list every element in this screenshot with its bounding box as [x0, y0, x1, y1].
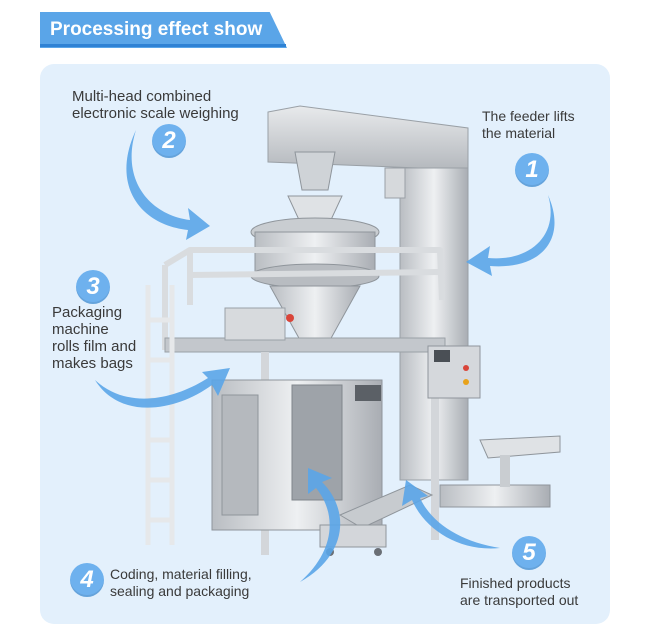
vffs-packaging-machine: [211, 379, 383, 531]
step-4-label: Coding, material filling, sealing and pa…: [110, 566, 252, 599]
platform: [162, 247, 445, 350]
platform-deck: [164, 337, 446, 353]
step-2-label: Multi-head combined electronic scale wei…: [72, 88, 239, 122]
ladder: [145, 285, 175, 545]
step-3-number: 3: [76, 270, 110, 304]
step-4-number: 4: [70, 563, 104, 597]
title-underline: [40, 44, 286, 47]
step-1-number: 1: [515, 153, 549, 187]
control-cabinet: [427, 345, 481, 399]
step-1-label: The feeder lifts the material: [482, 108, 575, 141]
step-5-number: 5: [512, 536, 546, 570]
step-3-label: Packaging machine rolls film and makes b…: [52, 304, 137, 372]
step-5-label: Finished products are transported out: [460, 575, 579, 608]
step-2-number: 2: [152, 124, 186, 158]
section-title: Processing effect show: [40, 12, 287, 48]
